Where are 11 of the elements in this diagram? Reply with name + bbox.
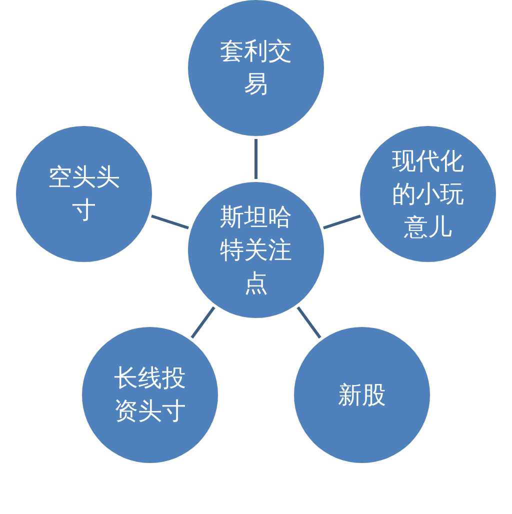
topic-label: 现代化的小玩意儿 (391, 146, 465, 242)
connector-line (151, 214, 189, 230)
topic-label: 长线投资头寸 (113, 363, 187, 427)
topic-label: 斯坦哈特关注点 (219, 202, 293, 298)
topic-label: 新股 (337, 380, 387, 410)
connector-line (254, 139, 258, 179)
connector-line (190, 306, 216, 339)
connector-line (296, 306, 322, 339)
topic-label: 空头头寸 (47, 162, 121, 226)
topic-label: 套利交易 (219, 36, 293, 100)
connector-line (323, 214, 361, 230)
